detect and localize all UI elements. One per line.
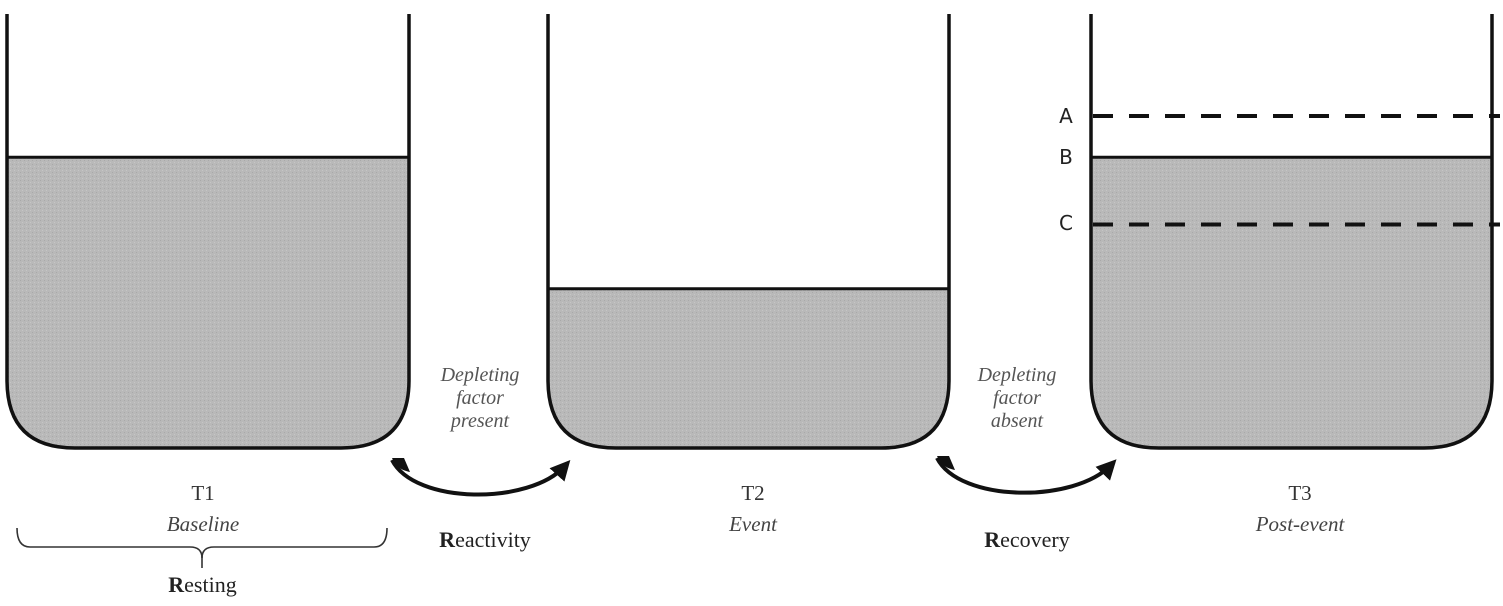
- beaker-t3-time-label: T3: [1288, 481, 1312, 505]
- level-label-a: A: [1059, 104, 1073, 128]
- beaker-t3-outline: [1089, 14, 1494, 450]
- beaker-t3-fill: [1091, 157, 1492, 448]
- factor-absent-line-3: absent: [990, 410, 1044, 432]
- reactivity-arrow: [390, 458, 571, 497]
- reactivity-arrow-tail: [392, 458, 410, 472]
- resting-initial: R: [168, 572, 185, 597]
- beaker-t3: [1089, 14, 1500, 450]
- factor-absent-line-2: factor: [993, 387, 1041, 409]
- level-label-b: B: [1059, 145, 1073, 169]
- beaker-t2-fill: [548, 288, 949, 448]
- beaker-t2-time-label: T2: [741, 481, 765, 505]
- beaker-t2-phase-label: Event: [729, 512, 777, 536]
- resting-rest: esting: [184, 572, 237, 597]
- reactivity-initial: R: [439, 527, 456, 552]
- beaker-t2: [546, 14, 951, 450]
- beaker-t1-fill: [7, 157, 409, 448]
- recovery-initial: R: [984, 527, 1001, 552]
- factor-present-line-1: Depleting: [440, 364, 520, 386]
- beaker-t1-outline: [5, 14, 411, 450]
- beaker-t3-phase-label: Post-event: [1255, 512, 1345, 536]
- reactivity-label: Reactivity: [420, 527, 550, 553]
- level-label-c: C: [1059, 211, 1073, 235]
- factor-present-line-2: factor: [456, 387, 504, 409]
- recovery-arrow: [935, 456, 1117, 495]
- beaker-t1-time-label: T1: [191, 481, 215, 505]
- recovery-rest: ecovery: [1000, 527, 1070, 552]
- beaker-t1: [5, 14, 411, 450]
- beaker-t2-outline: [546, 14, 951, 450]
- recovery-arrow-tail: [937, 456, 955, 470]
- factor-absent-line-1: Depleting: [977, 364, 1057, 386]
- beaker-t1-phase-label: Baseline: [166, 512, 240, 536]
- factor-present-line-3: present: [450, 410, 510, 432]
- recovery-label: Recovery: [962, 527, 1092, 553]
- factor-absent-text: Depleting factor absent: [957, 364, 1077, 433]
- resting-label: Resting: [140, 572, 265, 598]
- factor-present-text: Depleting factor present: [420, 364, 540, 433]
- reactivity-rest: eactivity: [455, 527, 531, 552]
